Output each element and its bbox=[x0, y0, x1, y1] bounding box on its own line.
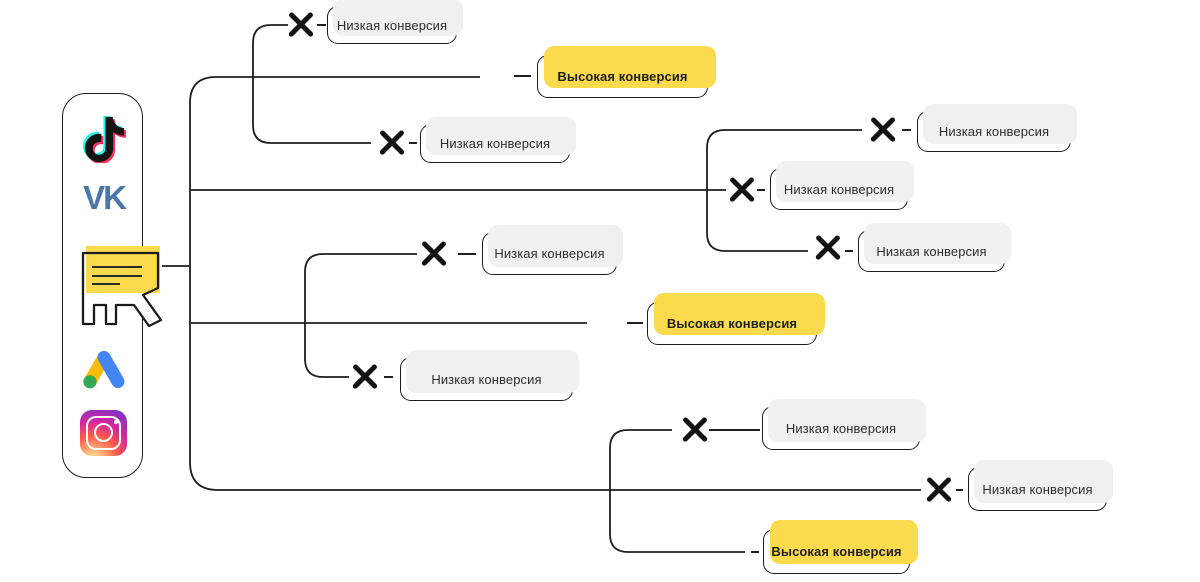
x-mark-icon bbox=[926, 477, 952, 503]
split-d bbox=[609, 429, 745, 553]
landing-page-icon bbox=[81, 246, 163, 328]
x-mark-icon bbox=[352, 364, 378, 390]
instagram-flash-dot bbox=[113, 419, 118, 424]
node-low-conversion: Низкая конверсия bbox=[917, 104, 1077, 152]
split-a bbox=[252, 24, 371, 144]
node-low-conversion: Низкая конверсия bbox=[400, 350, 579, 401]
trunk-line bbox=[189, 76, 921, 491]
x-mark-icon bbox=[870, 117, 896, 143]
node-low-conversion: Низкая конверсия bbox=[327, 0, 463, 44]
node-low-conversion: Низкая конверсия bbox=[968, 460, 1113, 511]
node-high-conversion: Высокая конверсия bbox=[647, 293, 825, 345]
node-low-conversion: Низкая конверсия bbox=[858, 223, 1011, 272]
instagram-icon bbox=[80, 410, 127, 456]
node-dashes bbox=[317, 23, 963, 554]
node-high-conversion: Высокая конверсия bbox=[763, 520, 918, 574]
x-mark-icon bbox=[729, 177, 755, 203]
split-c bbox=[304, 253, 417, 378]
tiktok-icon bbox=[82, 116, 126, 163]
node-low-conversion: Низкая конверсия bbox=[482, 225, 623, 275]
node-low-conversion: Низкая конверсия bbox=[420, 117, 576, 163]
node-low-conversion: Низкая конверсия bbox=[770, 161, 914, 210]
x-mark-icon bbox=[379, 130, 405, 156]
x-mark-icon bbox=[288, 12, 314, 38]
vk-icon: VK bbox=[83, 179, 127, 216]
node-low-conversion: Низкая конверсия bbox=[762, 399, 926, 450]
split-b bbox=[706, 129, 862, 252]
google-ads-icon bbox=[83, 350, 125, 389]
x-mark-icon bbox=[421, 241, 447, 267]
x-mark-icon bbox=[682, 417, 708, 443]
node-high-conversion: Высокая конверсия bbox=[537, 46, 716, 98]
x-mark-icon bbox=[815, 235, 841, 261]
